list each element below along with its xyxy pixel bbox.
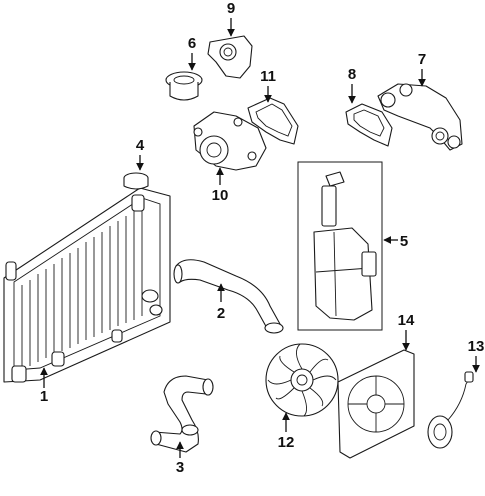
callout-14: 14 — [398, 312, 415, 329]
cooling-fan-blade — [265, 343, 339, 417]
coolant-reservoir — [297, 161, 383, 331]
callout-6: 6 — [188, 35, 196, 52]
callout-7: 7 — [418, 51, 426, 68]
water-pump-gasket — [247, 97, 299, 145]
lower-radiator-hose — [150, 375, 214, 453]
fan-motor — [427, 371, 474, 449]
radiator — [3, 187, 171, 383]
callout-12: 12 — [278, 434, 295, 451]
callout-1: 1 — [40, 388, 48, 405]
callout-10: 10 — [212, 187, 229, 204]
callout-2: 2 — [217, 305, 225, 322]
thermostat — [165, 71, 203, 101]
fan-shroud — [337, 349, 415, 459]
callout-11: 11 — [260, 68, 276, 85]
callout-4: 4 — [136, 137, 145, 154]
callout-9: 9 — [227, 0, 235, 17]
callout-labels: 1 2 3 4 5 6 7 8 9 10 11 12 13 14 — [40, 0, 485, 476]
upper-radiator-hose — [173, 259, 284, 334]
water-pump — [193, 111, 267, 171]
thermostat-housing — [207, 35, 253, 79]
callout-5: 5 — [400, 233, 408, 250]
gasket — [345, 103, 393, 147]
radiator-cap — [123, 172, 149, 190]
water-outlet-housing — [377, 83, 463, 151]
callout-8: 8 — [348, 66, 356, 83]
callout-3: 3 — [176, 459, 184, 476]
callout-arrows — [40, 18, 480, 458]
callout-13: 13 — [468, 338, 485, 355]
